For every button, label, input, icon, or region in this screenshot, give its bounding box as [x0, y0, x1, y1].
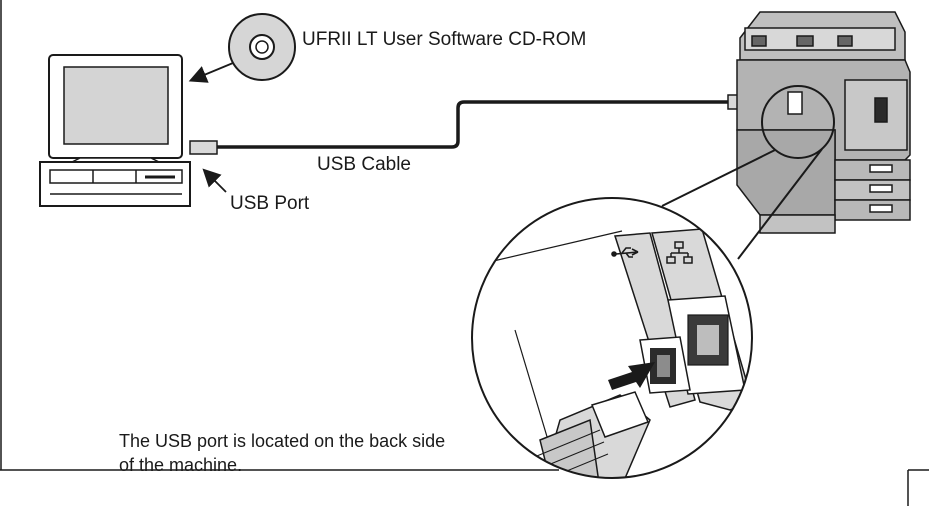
- zoom-detail-view: [471, 197, 753, 479]
- computer-case: [39, 161, 191, 207]
- usb-location-note: The USB port is located on the back side…: [119, 431, 446, 475]
- magnifier-callout: [661, 85, 835, 260]
- usb-port-label: USB Port: [230, 193, 310, 214]
- usb-cable-label: USB Cable: [317, 154, 411, 175]
- network-icon: [666, 241, 693, 264]
- cd-rom-disc: [228, 13, 296, 81]
- usb-icon: [611, 247, 639, 258]
- cd-rom-label: UFRII LT User Software CD-ROM: [302, 29, 587, 50]
- monitor-screen: [63, 66, 169, 145]
- cd-arrow: [188, 62, 234, 83]
- printer-machine: [736, 11, 911, 234]
- insert-arrow: [608, 362, 655, 390]
- usb-port-arrow: [202, 168, 227, 193]
- computer-illustration: [39, 54, 191, 207]
- usb-plug-pc: [189, 140, 218, 155]
- usb-cable: [189, 94, 757, 155]
